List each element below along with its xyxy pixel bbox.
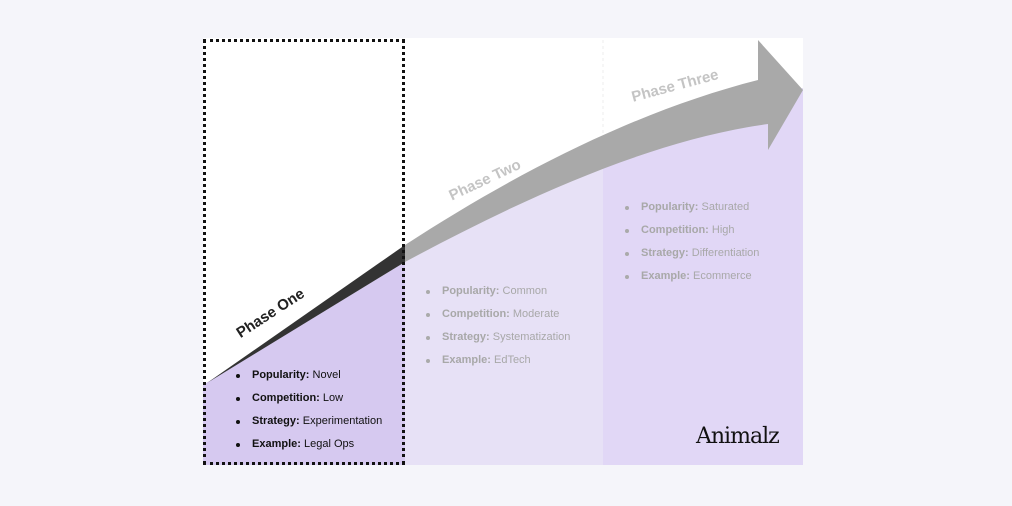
list-item: Example: Ecommerce — [625, 265, 759, 288]
bullet-icon — [426, 313, 430, 317]
list-item: Strategy: Differentiation — [625, 242, 759, 265]
item-label: Example: — [252, 438, 301, 450]
item-value: Moderate — [512, 308, 560, 320]
phase-one-list: Popularity: Novel Competition: Low Strat… — [236, 364, 382, 456]
item-value: Experimentation — [302, 415, 383, 427]
bullet-icon — [426, 359, 430, 363]
list-item: Example: EdTech — [426, 349, 570, 372]
item-value: Low — [322, 392, 344, 404]
item-label: Competition: — [641, 224, 709, 236]
bullet-icon — [625, 252, 629, 256]
bullet-icon — [426, 290, 430, 294]
bullet-icon — [625, 229, 629, 233]
item-label: Strategy: — [252, 415, 300, 427]
item-value: Saturated — [701, 201, 750, 213]
list-item: Competition: Low — [236, 387, 382, 410]
list-item: Competition: Moderate — [426, 303, 570, 326]
list-item: Example: Legal Ops — [236, 433, 382, 456]
item-value: High — [711, 224, 735, 236]
item-label: Strategy: — [442, 331, 490, 343]
list-item: Strategy: Experimentation — [236, 410, 382, 433]
item-value: Differentiation — [691, 247, 760, 259]
phase-one-fill — [203, 262, 405, 465]
phase-two-fill — [405, 164, 603, 465]
phase-one-highlight-frame — [203, 39, 405, 465]
item-label: Popularity: — [252, 369, 310, 381]
animalz-logo: Animalz — [696, 424, 780, 449]
arrow-icon — [405, 40, 803, 262]
item-value: Systematization — [492, 331, 571, 343]
item-label: Example: — [641, 270, 690, 282]
bullet-icon — [236, 397, 240, 401]
item-value: EdTech — [493, 354, 531, 366]
bullet-icon — [625, 275, 629, 279]
list-item: Competition: High — [625, 219, 759, 242]
item-value: Common — [502, 285, 548, 297]
list-item: Popularity: Common — [426, 280, 570, 303]
item-value: Ecommerce — [692, 270, 752, 282]
phase-three-list: Popularity: Saturated Competition: High … — [625, 196, 759, 288]
bullet-icon — [426, 336, 430, 340]
item-value: Novel — [312, 369, 341, 381]
item-value: Legal Ops — [303, 438, 355, 450]
bullet-icon — [625, 206, 629, 210]
phase-three-fill — [603, 88, 803, 465]
list-item: Popularity: Saturated — [625, 196, 759, 219]
item-label: Competition: — [252, 392, 320, 404]
bullet-icon — [236, 443, 240, 447]
item-label: Strategy: — [641, 247, 689, 259]
arrow-tail — [207, 245, 405, 383]
item-label: Popularity: — [442, 285, 500, 297]
item-label: Competition: — [442, 308, 510, 320]
list-item: Popularity: Novel — [236, 364, 382, 387]
list-item: Strategy: Systematization — [426, 326, 570, 349]
bullet-icon — [236, 374, 240, 378]
bullet-icon — [236, 420, 240, 424]
item-label: Example: — [442, 354, 491, 366]
item-label: Popularity: — [641, 201, 699, 213]
phase-two-list: Popularity: Common Competition: Moderate… — [426, 280, 570, 372]
